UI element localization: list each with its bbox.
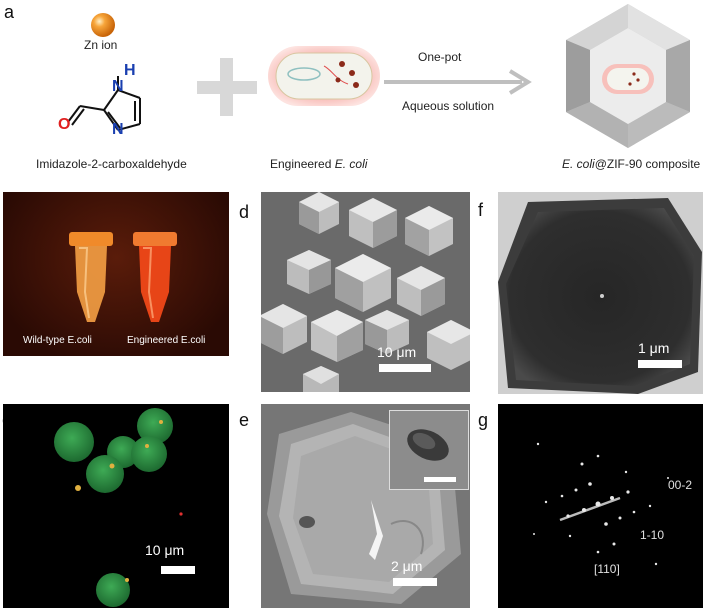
tem-crystal xyxy=(498,198,702,394)
inset-scale-bar xyxy=(424,477,456,482)
inset-cell-image xyxy=(407,429,449,461)
label-zone-axis: [110] xyxy=(594,562,620,576)
panel-label-e: e xyxy=(239,410,250,430)
atom-n-bottom: N xyxy=(112,121,124,138)
zif90-composite-icon xyxy=(566,4,690,148)
panel-f-tem: 1 μm xyxy=(498,192,703,394)
scale-text-c: 10 μm xyxy=(145,542,185,558)
scale-bar-d xyxy=(379,364,431,372)
zn-ion-sphere xyxy=(91,13,115,37)
panel-a: Zn ion N H N O Imidazole-2-carboxaldehyd… xyxy=(0,0,705,192)
tube-engineered xyxy=(133,232,177,322)
label-1-10: 1-10 xyxy=(640,528,665,542)
panel-label-a: a xyxy=(4,2,15,22)
atom-h: H xyxy=(124,62,136,79)
scale-bar-e xyxy=(393,578,437,586)
tube-wild-type xyxy=(69,232,113,322)
plus-icon-v xyxy=(220,58,233,116)
scale-text-d: 10 μm xyxy=(377,344,417,360)
engineered-ecoli-icon xyxy=(268,46,380,106)
label-engineered: Engineered E.coli xyxy=(127,335,206,346)
atom-n-top: N xyxy=(112,78,124,95)
arrow-top-label: One-pot xyxy=(418,50,462,64)
diffraction-pattern xyxy=(533,442,669,566)
scale-bar-c xyxy=(161,566,195,574)
dodecahedron-crystals xyxy=(261,192,470,392)
scale-text-f: 1 μm xyxy=(638,340,670,356)
panel-d-sem: 10 μm xyxy=(261,192,470,392)
reaction-arrow xyxy=(384,69,532,95)
panel-label-f: f xyxy=(478,200,484,220)
panel-g-saed: 00-2 1-10 [110] xyxy=(498,404,703,608)
atom-o: O xyxy=(58,116,71,133)
panel-e-sem: 2 μm xyxy=(261,404,470,608)
arrow-bottom-label: Aqueous solution xyxy=(402,99,495,113)
label-wild-type: Wild-type E.coli xyxy=(23,335,92,346)
scale-text-e: 2 μm xyxy=(391,558,423,574)
panel-b-photo: Wild-type E.coli Engineered E.coli xyxy=(3,192,229,356)
imidazole-structure xyxy=(67,76,141,131)
panel-label-g: g xyxy=(478,410,489,430)
label-00-2: 00-2 xyxy=(668,478,693,492)
fluorescent-crystals xyxy=(54,408,183,607)
molecule-name: Imidazole-2-carboxaldehyde xyxy=(36,157,187,171)
zn-ion-label: Zn ion xyxy=(84,38,118,52)
panel-label-d: d xyxy=(239,202,250,222)
scale-bar-f xyxy=(638,360,682,368)
panel-b-background xyxy=(3,192,229,356)
ecoli-label: Engineered E. coli xyxy=(270,157,368,171)
panel-c-fluorescence: 10 μm xyxy=(3,404,229,608)
composite-label: E. coli@ZIF-90 composite xyxy=(562,157,701,171)
panel-e-inset xyxy=(389,410,469,490)
